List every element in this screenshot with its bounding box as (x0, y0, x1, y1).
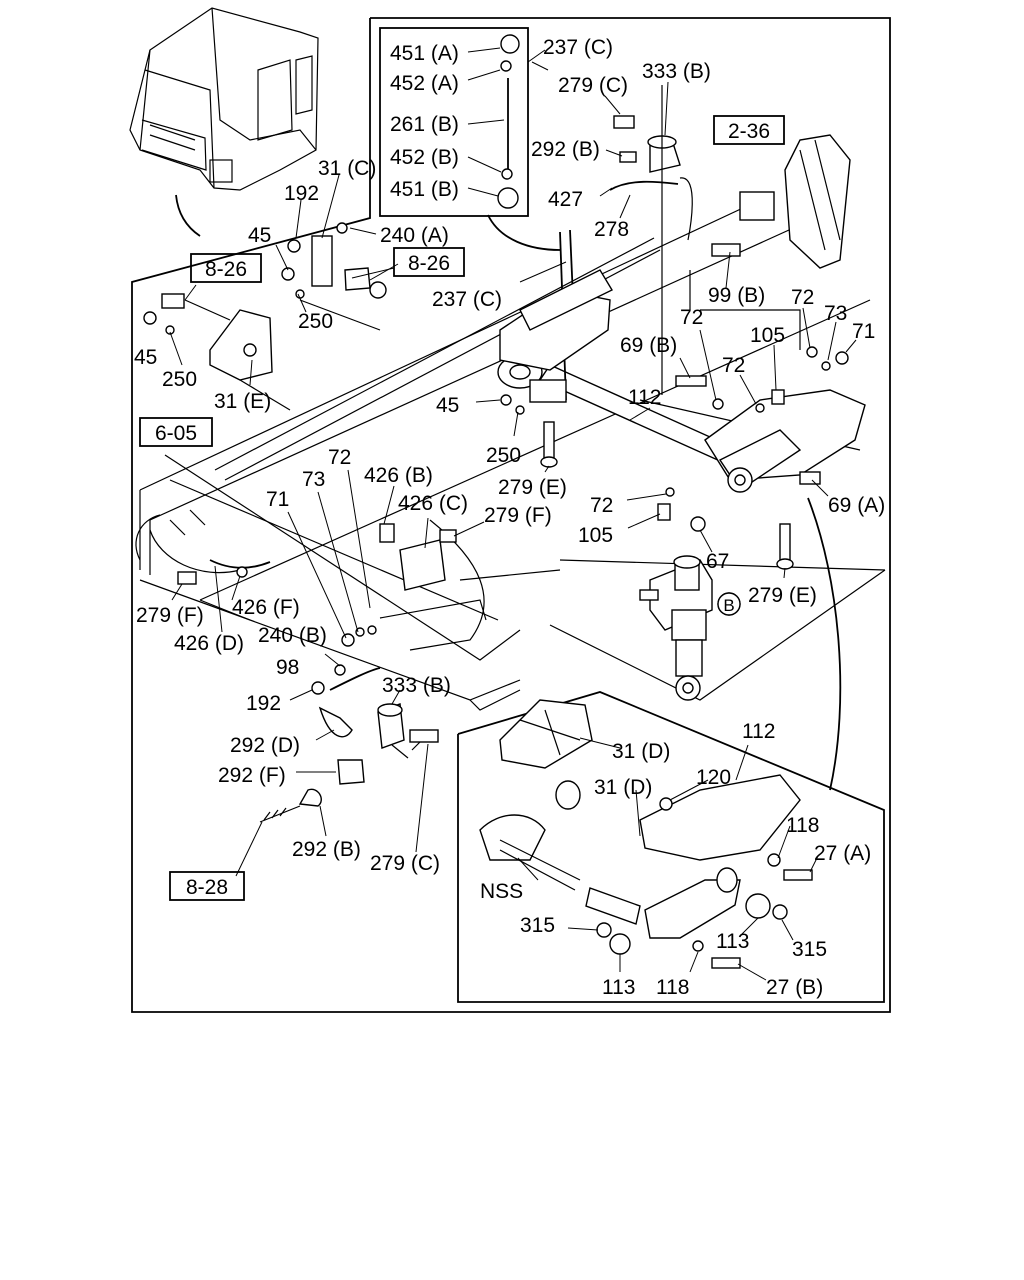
callout-118-b: 118 (656, 976, 689, 999)
callout-113-a: 113 (716, 930, 749, 953)
ref-2-36: 2-36 (728, 120, 770, 143)
callout-240a: 240 (A) (380, 224, 449, 247)
callout-72-e: 72 (590, 494, 613, 517)
callout-nss: NSS (480, 880, 523, 903)
callout-99b: 99 (B) (708, 284, 765, 307)
callout-452b: 452 (B) (390, 146, 459, 169)
callout-240b: 240 (B) (258, 624, 327, 647)
hose-assembly (609, 85, 693, 395)
pivot-assembly (499, 269, 613, 468)
chassis-frame (135, 199, 886, 711)
circle-b-label: B (723, 596, 734, 615)
callout-250-a: 250 (298, 310, 333, 333)
truck-cab-illustration (129, 7, 319, 237)
left-bracket-assembly (143, 222, 387, 411)
callout-67: 67 (706, 550, 729, 573)
callout-315-a: 315 (520, 914, 555, 937)
callout-250-c: 250 (486, 444, 521, 467)
callout-427: 427 (548, 188, 583, 211)
callout-72-d: 72 (328, 446, 351, 469)
ref-8-28: 8-28 (186, 876, 228, 899)
reference-boxes: 2-36 8-26 8-26 6-05 8-28 (139, 115, 785, 901)
callout-27a: 27 (A) (814, 842, 871, 865)
ref-6-05: 6-05 (155, 422, 197, 445)
ref-box-8-28 (169, 871, 245, 901)
callout-292b-bot: 292 (B) (292, 838, 361, 861)
callout-45-a: 45 (248, 224, 271, 247)
callout-192-b: 192 (246, 692, 281, 715)
callout-120: 120 (696, 766, 731, 789)
callout-292f: 292 (F) (218, 764, 286, 787)
callout-279e-b: 279 (E) (748, 584, 817, 607)
callout-105-b: 105 (578, 524, 613, 547)
callout-31d-a: 31 (D) (612, 740, 670, 763)
callout-333b-top: 333 (B) (642, 60, 711, 83)
ref-box-8-26-a (190, 253, 262, 283)
callout-452a: 452 (A) (390, 72, 459, 95)
detail-arrow (807, 497, 842, 791)
callout-237c-mid: 237 (C) (432, 288, 502, 311)
callout-105-a: 105 (750, 324, 785, 347)
callout-426f: 426 (F) (232, 596, 300, 619)
diagram-frame (131, 17, 891, 1013)
callout-72-a: 72 (791, 286, 814, 309)
cylinder-unit (639, 555, 741, 701)
callout-27b: 27 (B) (766, 976, 823, 999)
callout-45-c: 45 (436, 394, 459, 417)
callout-31d-b: 31 (D) (594, 776, 652, 799)
pipework-assembly (177, 523, 487, 823)
callout-112-top: 112 (628, 386, 661, 409)
right-mount-assembly (657, 346, 866, 570)
callout-279e-a: 279 (E) (498, 476, 567, 499)
callout-237c-top: 237 (C) (543, 36, 613, 59)
callout-279c-top: 279 (C) (558, 74, 628, 97)
callout-72-b: 72 (680, 306, 703, 329)
callout-279f-a: 279 (F) (484, 504, 552, 527)
ref-8-26-a: 8-26 (205, 258, 247, 281)
callout-71-b: 71 (266, 488, 289, 511)
callout-98: 98 (276, 656, 299, 679)
ref-box-2-36 (713, 115, 785, 145)
callout-279f-b: 279 (F) (136, 604, 204, 627)
callout-31e: 31 (E) (214, 390, 271, 413)
callout-426b: 426 (B) (364, 464, 433, 487)
linkage-inset (379, 27, 561, 251)
callout-426c: 426 (C) (398, 492, 468, 515)
callout-292b-top: 292 (B) (531, 138, 600, 161)
right-bracket-assembly (711, 134, 851, 269)
callout-31c: 31 (C) (318, 157, 376, 180)
callout-279c-bot: 279 (C) (370, 852, 440, 875)
callout-45-b: 45 (134, 346, 157, 369)
leader-lines (169, 61, 857, 981)
callout-261b: 261 (B) (390, 113, 459, 136)
callout-72-c: 72 (722, 354, 745, 377)
ref-8-26-b: 8-26 (408, 252, 450, 275)
callout-labels: 451 (A) 452 (A) 261 (B) 452 (B) 451 (B) … (134, 36, 885, 999)
callout-73-a: 73 (824, 302, 847, 325)
callout-292d: 292 (D) (230, 734, 300, 757)
ref-box-6-05 (139, 417, 213, 447)
callout-451a: 451 (A) (390, 42, 459, 65)
lower-inset (457, 691, 885, 1003)
callout-451b: 451 (B) (390, 178, 459, 201)
callout-112-inset: 112 (742, 720, 775, 743)
callout-250-b: 250 (162, 368, 197, 391)
callout-192-top: 192 (284, 182, 319, 205)
callout-71-a: 71 (852, 320, 875, 343)
callout-426d: 426 (D) (174, 632, 244, 655)
cross-tube (497, 355, 752, 471)
callout-278: 278 (594, 218, 629, 241)
callout-118-a: 118 (786, 814, 819, 837)
callout-113-b: 113 (602, 976, 635, 999)
callout-315-b: 315 (792, 938, 827, 961)
ref-box-8-26-b (393, 247, 465, 277)
callout-69a: 69 (A) (828, 494, 885, 517)
callout-69b: 69 (B) (620, 334, 677, 357)
callout-73-b: 73 (302, 468, 325, 491)
callout-333b-bot: 333 (B) (382, 674, 451, 697)
circle-b-marker: B (717, 592, 741, 616)
